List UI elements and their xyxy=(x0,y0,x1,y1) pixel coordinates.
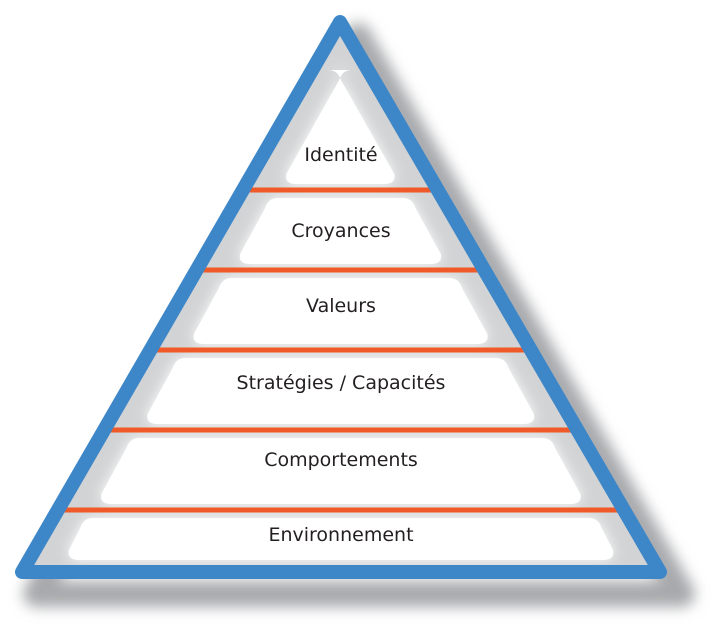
level-band xyxy=(239,198,442,264)
level-band xyxy=(147,358,535,424)
level-label: Comportements xyxy=(264,449,418,471)
level-label: Valeurs xyxy=(306,295,376,317)
level-band xyxy=(101,438,581,504)
level-band xyxy=(68,518,614,560)
level-label: Environnement xyxy=(268,524,414,546)
level-band xyxy=(193,278,488,344)
pyramid-frame xyxy=(15,15,667,579)
level-label: Identité xyxy=(304,144,378,166)
level-label: Croyances xyxy=(291,220,391,242)
level-band xyxy=(286,70,395,184)
separators xyxy=(61,187,620,513)
level-label: Stratégies / Capacités xyxy=(236,372,446,394)
pyramid-bands xyxy=(22,22,660,572)
